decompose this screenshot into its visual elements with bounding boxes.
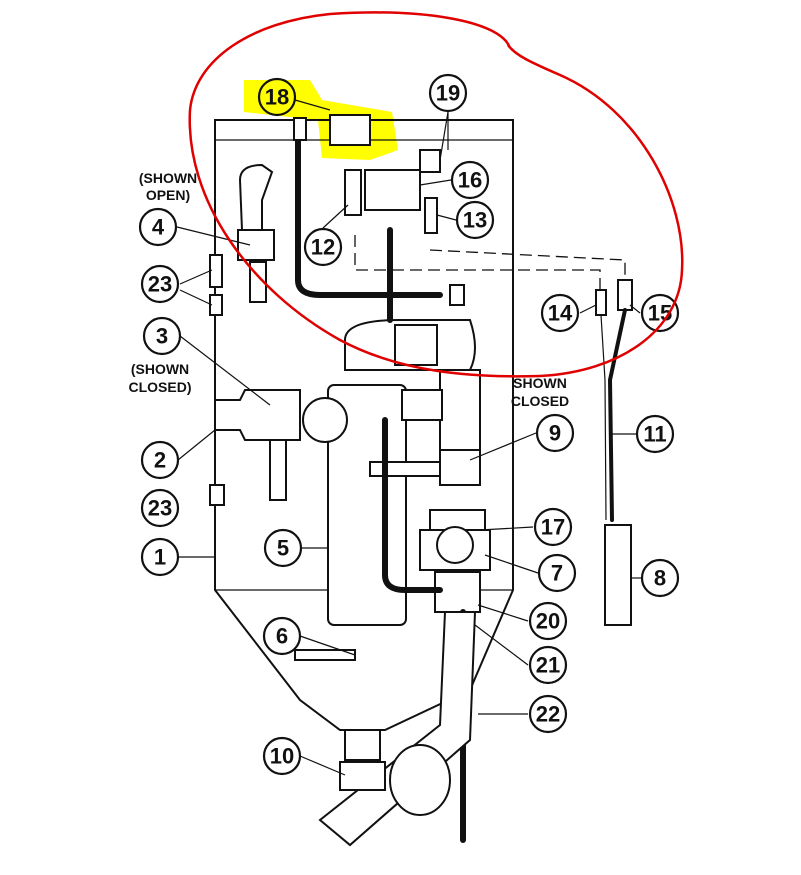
control-assembly (293, 110, 626, 306)
callout-22: 22 (528, 694, 568, 734)
note-shown-open: (SHOWN OPEN) (139, 170, 197, 203)
svg-text:19: 19 (436, 81, 460, 106)
svg-text:1: 1 (154, 545, 166, 570)
svg-text:3: 3 (156, 324, 168, 349)
remote-control (595, 279, 633, 626)
callout-23-upper: 23 (140, 264, 180, 304)
svg-text:CLOSED): CLOSED) (129, 379, 192, 395)
callout-2: 2 (140, 440, 180, 480)
svg-text:12: 12 (311, 235, 335, 260)
svg-text:16: 16 (458, 168, 482, 193)
callout-21: 21 (528, 645, 568, 685)
svg-text:13: 13 (463, 208, 487, 233)
callout-6: 6 (262, 616, 302, 656)
callout-1: 1 (140, 537, 180, 577)
svg-text:17: 17 (541, 515, 565, 540)
callout-13: 13 (455, 200, 495, 240)
return-hose (382, 417, 443, 593)
callout-20: 20 (528, 601, 568, 641)
metering-valve-bottom (339, 729, 451, 816)
svg-text:8: 8 (654, 566, 666, 591)
callout-9: 9 (535, 413, 575, 453)
callout-17: 17 (533, 507, 573, 547)
callout-16: 16 (450, 160, 490, 200)
red-annotation-circle (188, 11, 684, 378)
callout-8: 8 (640, 558, 680, 598)
svg-text:11: 11 (643, 422, 666, 447)
callout-23-lower: 23 (140, 488, 180, 528)
callout-19: 19 (428, 73, 468, 113)
svg-text:4: 4 (152, 215, 165, 240)
svg-text:(SHOWN: (SHOWN (131, 361, 189, 377)
callout-11: 11 (635, 414, 675, 454)
callout-7: 7 (537, 553, 577, 593)
callout-5: 5 (263, 528, 303, 568)
blast-hose-braided (318, 611, 477, 847)
svg-text:(SHOWN: (SHOWN (139, 170, 197, 186)
svg-text:23: 23 (148, 496, 172, 521)
svg-text:20: 20 (536, 609, 560, 634)
callout-14: 14 (540, 293, 580, 333)
svg-text:5: 5 (277, 536, 289, 561)
svg-text:23: 23 (148, 272, 172, 297)
metering-valve-assembly (369, 449, 491, 613)
svg-text:6: 6 (276, 624, 288, 649)
callout-12: 12 (303, 227, 343, 267)
control-hose (295, 137, 443, 298)
svg-text:22: 22 (536, 702, 560, 727)
callout-3: 3 (142, 316, 182, 356)
svg-text:CLOSED: CLOSED (511, 393, 569, 409)
note-shown-closed-left: (SHOWN CLOSED) (129, 361, 192, 395)
svg-text:9: 9 (549, 421, 561, 446)
callout-10: 10 (262, 736, 302, 776)
svg-text:7: 7 (551, 561, 563, 586)
svg-text:14: 14 (548, 301, 573, 326)
note-shown-closed-right: SHOWN CLOSED (511, 375, 569, 409)
callout-4: 4 (138, 207, 178, 247)
svg-text:18: 18 (265, 85, 289, 110)
svg-text:OPEN): OPEN) (146, 187, 190, 203)
svg-text:SHOWN: SHOWN (513, 375, 567, 391)
pressure-vessel (209, 119, 514, 731)
leader-lines (176, 99, 641, 776)
svg-text:21: 21 (536, 653, 560, 678)
svg-text:10: 10 (270, 744, 294, 769)
callout-18: 18 (257, 77, 297, 117)
svg-text:2: 2 (154, 448, 166, 473)
